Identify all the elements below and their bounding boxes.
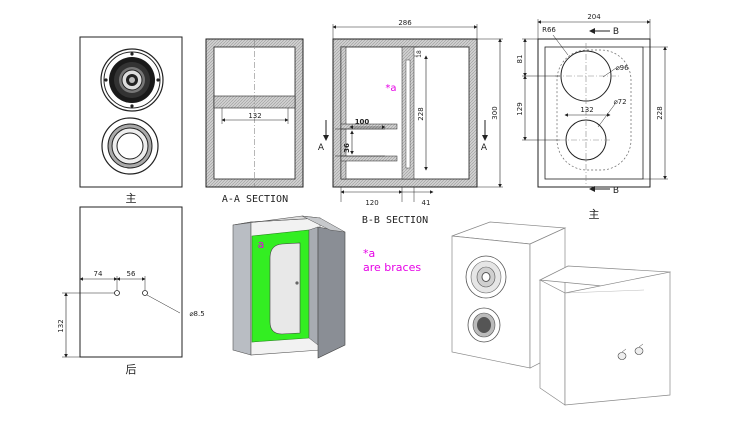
section-marker-b-bottom: B [613,186,619,196]
dim-terminal-offset-2: 56 [127,270,136,278]
dim-terminal-height: 132 [57,319,65,332]
dim-port-length: 100 [355,118,370,126]
brace-3d-view: a [232,215,346,359]
dim-hole-small: ⌀72 [613,98,626,106]
speaker-3d-rear [538,265,672,406]
speaker-3d-front [451,221,567,369]
front-view: 主 [79,36,183,205]
dim-radius: R66 [542,26,556,34]
front-view-label: 主 [126,192,137,205]
brace-note-line1: *a [363,247,375,260]
brace-note: *a are braces [363,247,421,274]
brace-tag: a [258,238,265,251]
dim-brace-top: 18 [416,50,423,58]
dim-center-spacing: 129 [516,102,524,115]
dim-top-offset: 81 [516,55,524,64]
dim-terminal-diameter: ⌀8.5 [189,310,204,318]
rear-view: 74 56 132 ⌀8.5 后 [57,206,205,376]
dim-front-height: 228 [656,106,664,119]
section-aa: 132 A-A SECTION [205,38,304,205]
dim-brace-width: 132 [248,112,261,120]
dim-hole-big: ⌀96 [615,64,629,72]
section-aa-label: A-A SECTION [222,194,288,205]
front-dimension-view-label: 主 [589,208,600,221]
section-marker-a-right: A [481,143,488,153]
dim-port-diameter: 36 [343,143,351,153]
brace-note-line2: are braces [363,261,421,274]
rear-view-label: 后 [126,363,137,376]
section-bb-label: B-B SECTION [362,215,428,226]
section-bb: 286 100 36 18 228 300 120 [318,19,503,226]
dim-overall-width: 286 [398,19,412,27]
dim-inner-height: 228 [417,107,425,120]
front-dimension-view: 204 R66 B B 81 129 228 ⌀96 ⌀72 [516,13,668,221]
section-marker-b-top: B [613,27,619,37]
dim-terminal-offset-1: 74 [94,270,103,278]
dim-hole-spacing: 132 [580,106,593,114]
dim-overall-height: 300 [491,106,499,119]
dim-front-width: 204 [587,13,601,21]
section-marker-a-left: A [318,143,325,153]
brace-marker: *a [385,83,396,94]
dim-bottom-right: 41 [422,199,431,207]
dim-bottom-left: 120 [365,199,378,207]
